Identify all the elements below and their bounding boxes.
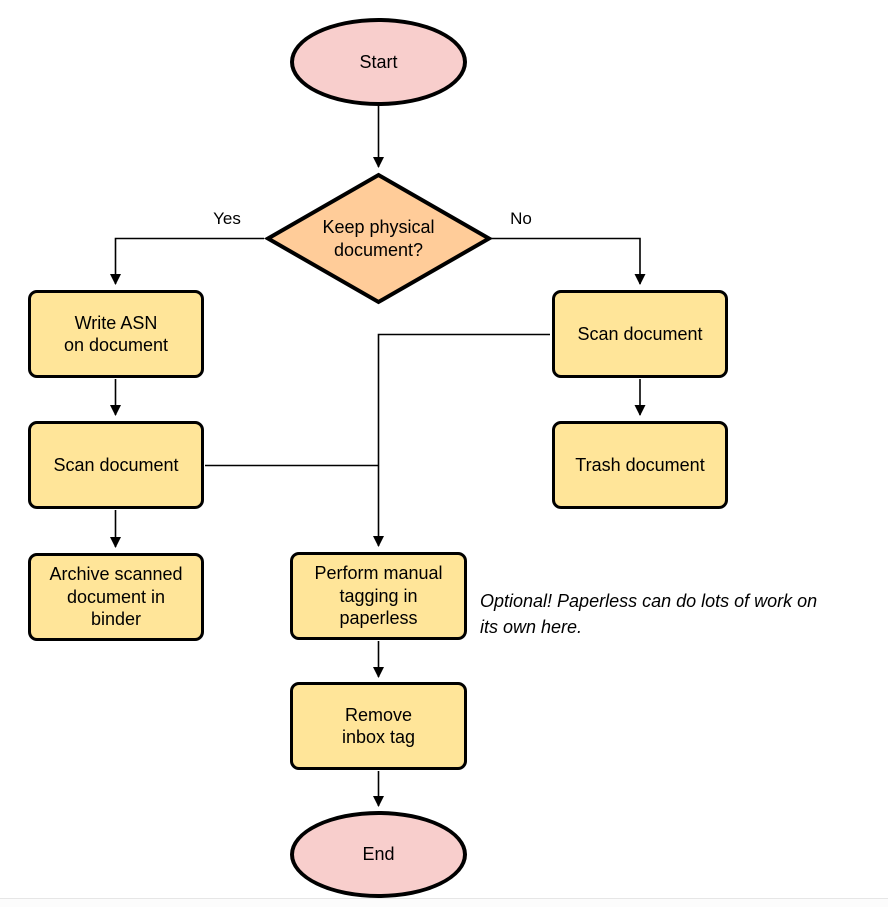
bottom-divider [0,898,888,907]
node-archive-binder: Archive scanned document in binder [28,553,204,641]
node-perform-tagging: Perform manual tagging in paperless [290,552,467,640]
node-scan-document-right: Scan document [552,290,728,378]
node-write-asn: Write ASN on document [28,290,204,378]
edge-label-no: No [510,209,532,228]
node-decision: Keep physical document? [263,172,494,305]
node-scan-document-left: Scan document [28,421,204,509]
edge-label-yes: Yes [213,209,241,228]
node-end: End [290,811,467,898]
node-perform-tagging-label: Perform manual tagging in paperless [314,563,443,629]
node-start-label: Start [359,51,398,72]
node-archive-binder-label: Archive scanned document in binder [49,564,183,630]
node-trash-document-label: Trash document [575,454,705,475]
node-scan-document-left-label: Scan document [53,454,179,475]
node-write-asn-label: Write ASN on document [63,312,169,356]
node-remove-inbox-tag: Remove inbox tag [290,682,467,770]
node-scan-document-right-label: Scan document [577,323,703,344]
node-start: Start [290,18,467,106]
edge-decision-no [490,237,646,285]
node-trash-document: Trash document [552,421,728,509]
node-end-label: End [362,844,395,865]
optional-note: Optional! Paperless can do lots of work … [480,591,818,638]
decision-diamond-shape [263,172,494,305]
node-remove-inbox-tag-label: Remove inbox tag [341,704,416,748]
node-decision-label: Keep physical document? [322,217,435,260]
edge-decision-yes [110,237,264,285]
edge-scanright-to-tagging [373,333,550,547]
